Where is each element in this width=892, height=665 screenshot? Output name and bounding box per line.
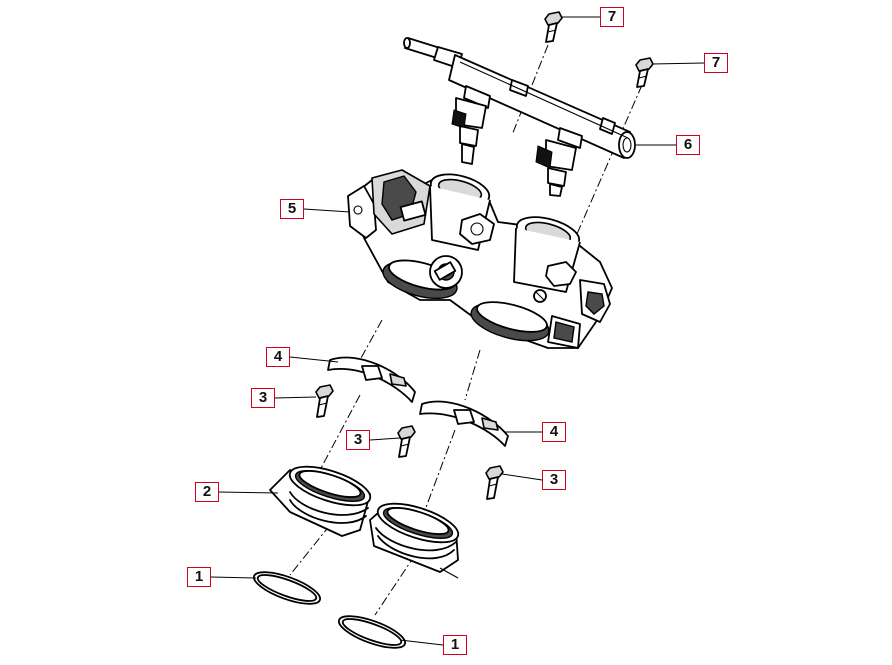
fuel-rail-part-6 [403,37,636,159]
callout-label-1-lower: 1 [443,635,467,655]
throttle-body-part-5 [347,169,613,349]
callout-label-5: 5 [280,199,304,219]
callout-label-6: 6 [676,135,700,155]
assembly-axis-lines [289,44,643,616]
o-ring-part-1-upper [252,571,322,605]
bolt-part-3-left [315,384,334,418]
hose-clamp-part-4-right [419,400,509,447]
callout-label-4-lower: 4 [542,422,566,442]
hose-clamp-part-4-left [327,356,416,403]
fuel-injector-left [451,85,491,165]
intake-adapter-part-2 [269,465,460,579]
fuel-injector-right [535,127,583,197]
callout-label-7-right: 7 [704,53,728,73]
bolt-part-3-right [485,465,504,500]
callout-label-3-right: 3 [542,470,566,490]
callout-label-3-middle: 3 [346,430,370,450]
callout-label-7-top: 7 [600,7,624,27]
bolt-part-7-left [544,11,563,43]
bolt-part-7-right [635,57,654,88]
bolt-part-3-middle [397,425,416,458]
callout-label-2: 2 [195,482,219,502]
o-ring-part-1-lower [337,615,407,649]
callout-label-1-upper: 1 [187,567,211,587]
callout-label-4-upper: 4 [266,347,290,367]
callout-leader-lines [210,16,705,646]
callout-label-3-left: 3 [251,388,275,408]
